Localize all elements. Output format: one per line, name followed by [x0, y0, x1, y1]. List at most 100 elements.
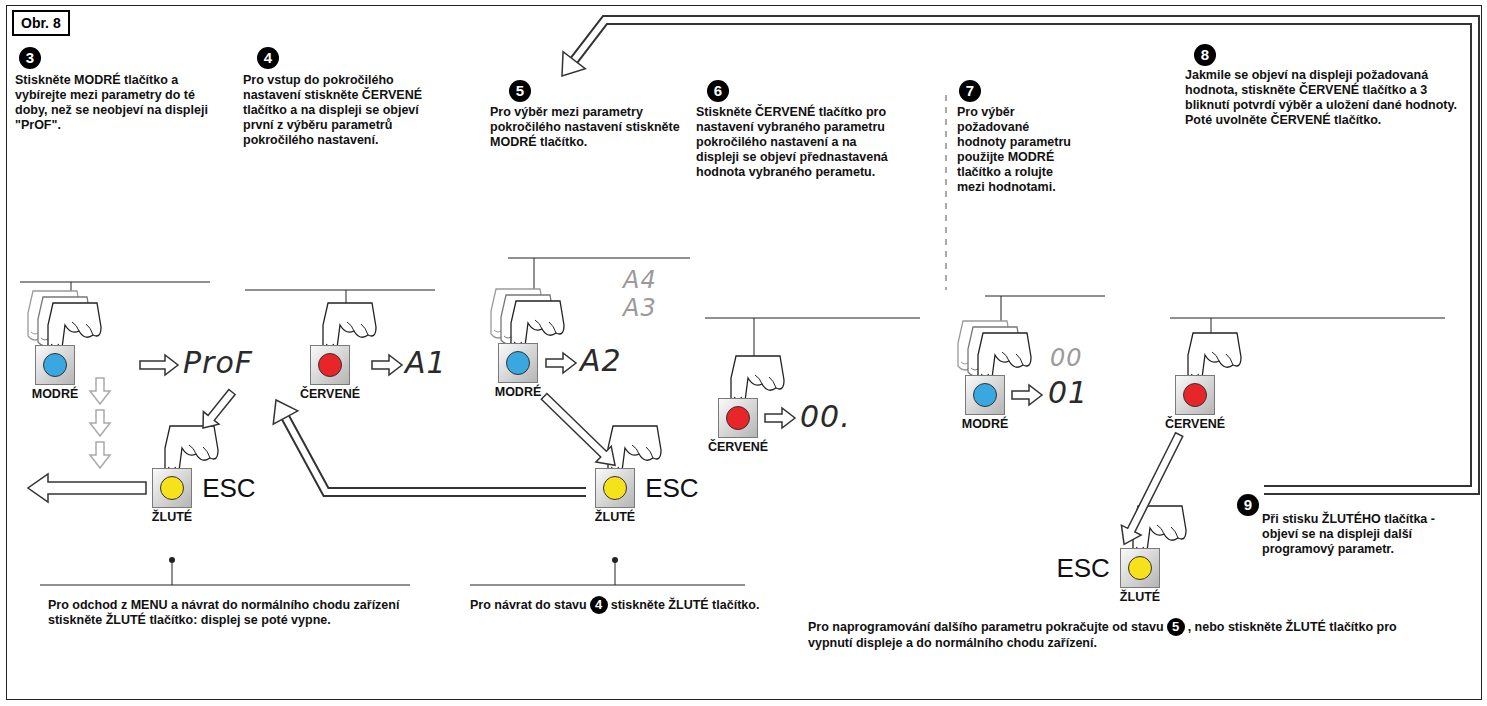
- flow-arrow: [541, 394, 615, 466]
- callout-number: 5: [509, 80, 531, 102]
- instruction-text: Pro výběr požadované hodnoty parametru p…: [957, 105, 1075, 195]
- leader-line: [534, 258, 535, 289]
- leader-line: [20, 258, 1445, 585]
- label-box: A3: [623, 296, 657, 320]
- label-box: Pro vstup do pokročilého nastavení stisk…: [243, 73, 448, 148]
- leader-line: [508, 258, 690, 259]
- button-label: ČERVENÉ: [300, 387, 360, 401]
- button-label: ČERVENÉ: [1165, 417, 1225, 431]
- instruction-text: Jakmile se objeví na displeji požadovaná…: [1185, 68, 1457, 128]
- leader-line: [1211, 318, 1212, 333]
- button-cap: [1183, 383, 1207, 407]
- arrow-head: [562, 52, 585, 76]
- hollow-arrow: [28, 474, 146, 502]
- return-arrow: [273, 400, 586, 492]
- display-readout: ProF: [183, 348, 253, 378]
- hand-illustration: [1136, 525, 1178, 549]
- button-cap: [160, 476, 184, 500]
- leader-line: [172, 562, 173, 585]
- instruction-text: Pro odchod z MENU a návrat do normálního…: [48, 598, 408, 628]
- callout-number: 6: [707, 80, 729, 102]
- label-box: A4: [623, 268, 657, 292]
- display-readout: 01: [1048, 378, 1088, 408]
- return-arrow: [286, 418, 586, 492]
- outer-frame: [7, 6, 1482, 700]
- figure-number: Obr. 8: [21, 15, 61, 31]
- label-box: 8: [1194, 44, 1216, 66]
- leader-line: [705, 318, 920, 319]
- label-box: Stiskněte MODRÉ tlačítko a vybírejte mez…: [15, 73, 215, 133]
- instruction-text: Při stisku ŽLUTÉHO tlačítka - objeví se …: [1262, 512, 1467, 557]
- key-name: ESC: [1056, 555, 1109, 581]
- button-icon: [718, 398, 758, 438]
- button-cap: [603, 476, 627, 500]
- hollow-arrow: [140, 355, 178, 375]
- button-icon: [498, 343, 538, 383]
- push-button: ČERVENÉ: [708, 398, 768, 454]
- leader-dot: [169, 557, 175, 563]
- button-icon: [965, 375, 1005, 415]
- display-readout: A2: [580, 346, 622, 376]
- push-button: ESCŽLUTÉ: [152, 468, 256, 524]
- key-name: ESC: [202, 475, 255, 501]
- push-button: MODRÉ: [495, 343, 542, 399]
- label-box: 3: [19, 47, 41, 69]
- label-box: Stiskněte ČERVENÉ tlačítko pro nastavení…: [696, 105, 896, 180]
- button-label: MODRÉ: [32, 387, 79, 401]
- callout-number: 5: [1167, 618, 1185, 636]
- label-box: ProF: [183, 348, 253, 378]
- hand-illustration: [611, 445, 653, 469]
- leader-line: [1001, 296, 1002, 321]
- label-box: 5: [509, 80, 531, 102]
- note-paragraph: Pro návrat do stavu4stiskněte ŽLUTÉ tlač…: [470, 596, 770, 614]
- leader-line: [40, 585, 410, 586]
- push-button: MODRÉ: [32, 345, 79, 401]
- label-box: 00: [1050, 346, 1083, 370]
- push-button: ČERVENÉ: [300, 345, 360, 401]
- label-box: 9: [1237, 494, 1259, 516]
- figure-label-box: Obr. 8: [12, 10, 70, 36]
- display-readout: A3: [623, 296, 657, 320]
- display-readout: A4: [623, 268, 657, 292]
- divider-line: [946, 95, 947, 290]
- flow-arrow: [1121, 433, 1182, 545]
- hollow-arrow: [203, 389, 235, 428]
- button-cap: [973, 383, 997, 407]
- button-icon: [152, 468, 192, 508]
- callout-number: 8: [1194, 44, 1216, 66]
- push-button: ESCŽLUTÉ: [595, 468, 699, 524]
- leader-line: [20, 282, 210, 283]
- button-label: MODRÉ: [962, 417, 1009, 431]
- button-cap: [1128, 556, 1152, 580]
- push-button: MODRÉ: [962, 375, 1009, 431]
- label-box: 6: [707, 80, 729, 102]
- hand-illustration: [326, 322, 368, 346]
- hollow-arrow: [90, 410, 110, 436]
- leader-line: [470, 585, 745, 586]
- callout-number: 4: [590, 596, 608, 614]
- leader-line: [985, 296, 1105, 297]
- display-readout: 00.: [800, 402, 851, 432]
- note-paragraph: Pro naprogramování dalšího parametru pok…: [808, 618, 1418, 651]
- label-box: A1: [405, 348, 447, 378]
- callout-number: 7: [959, 80, 981, 102]
- hollow-arrow: [90, 442, 110, 468]
- return-arrow: [574, 20, 1475, 490]
- hand-illustration: [1191, 352, 1233, 376]
- button-cap: [43, 353, 67, 377]
- leader-dot: [169, 557, 618, 563]
- callout-number: 3: [19, 47, 41, 69]
- leader-line: [615, 562, 616, 585]
- label-box: Pro výběr mezi parametry pokročilého nas…: [490, 105, 685, 150]
- label-box: 01: [1048, 378, 1088, 408]
- return-arrow: [574, 20, 1475, 490]
- button-icon: [595, 468, 635, 508]
- hand-illustration: [514, 320, 556, 344]
- leader-line: [71, 282, 72, 291]
- leader-line: [754, 318, 755, 356]
- label-box: Pro odchod z MENU a návrat do normálního…: [48, 598, 408, 628]
- hollow-arrow: [90, 378, 110, 404]
- button-label: ČERVENÉ: [708, 440, 768, 454]
- button-cap: [726, 406, 750, 430]
